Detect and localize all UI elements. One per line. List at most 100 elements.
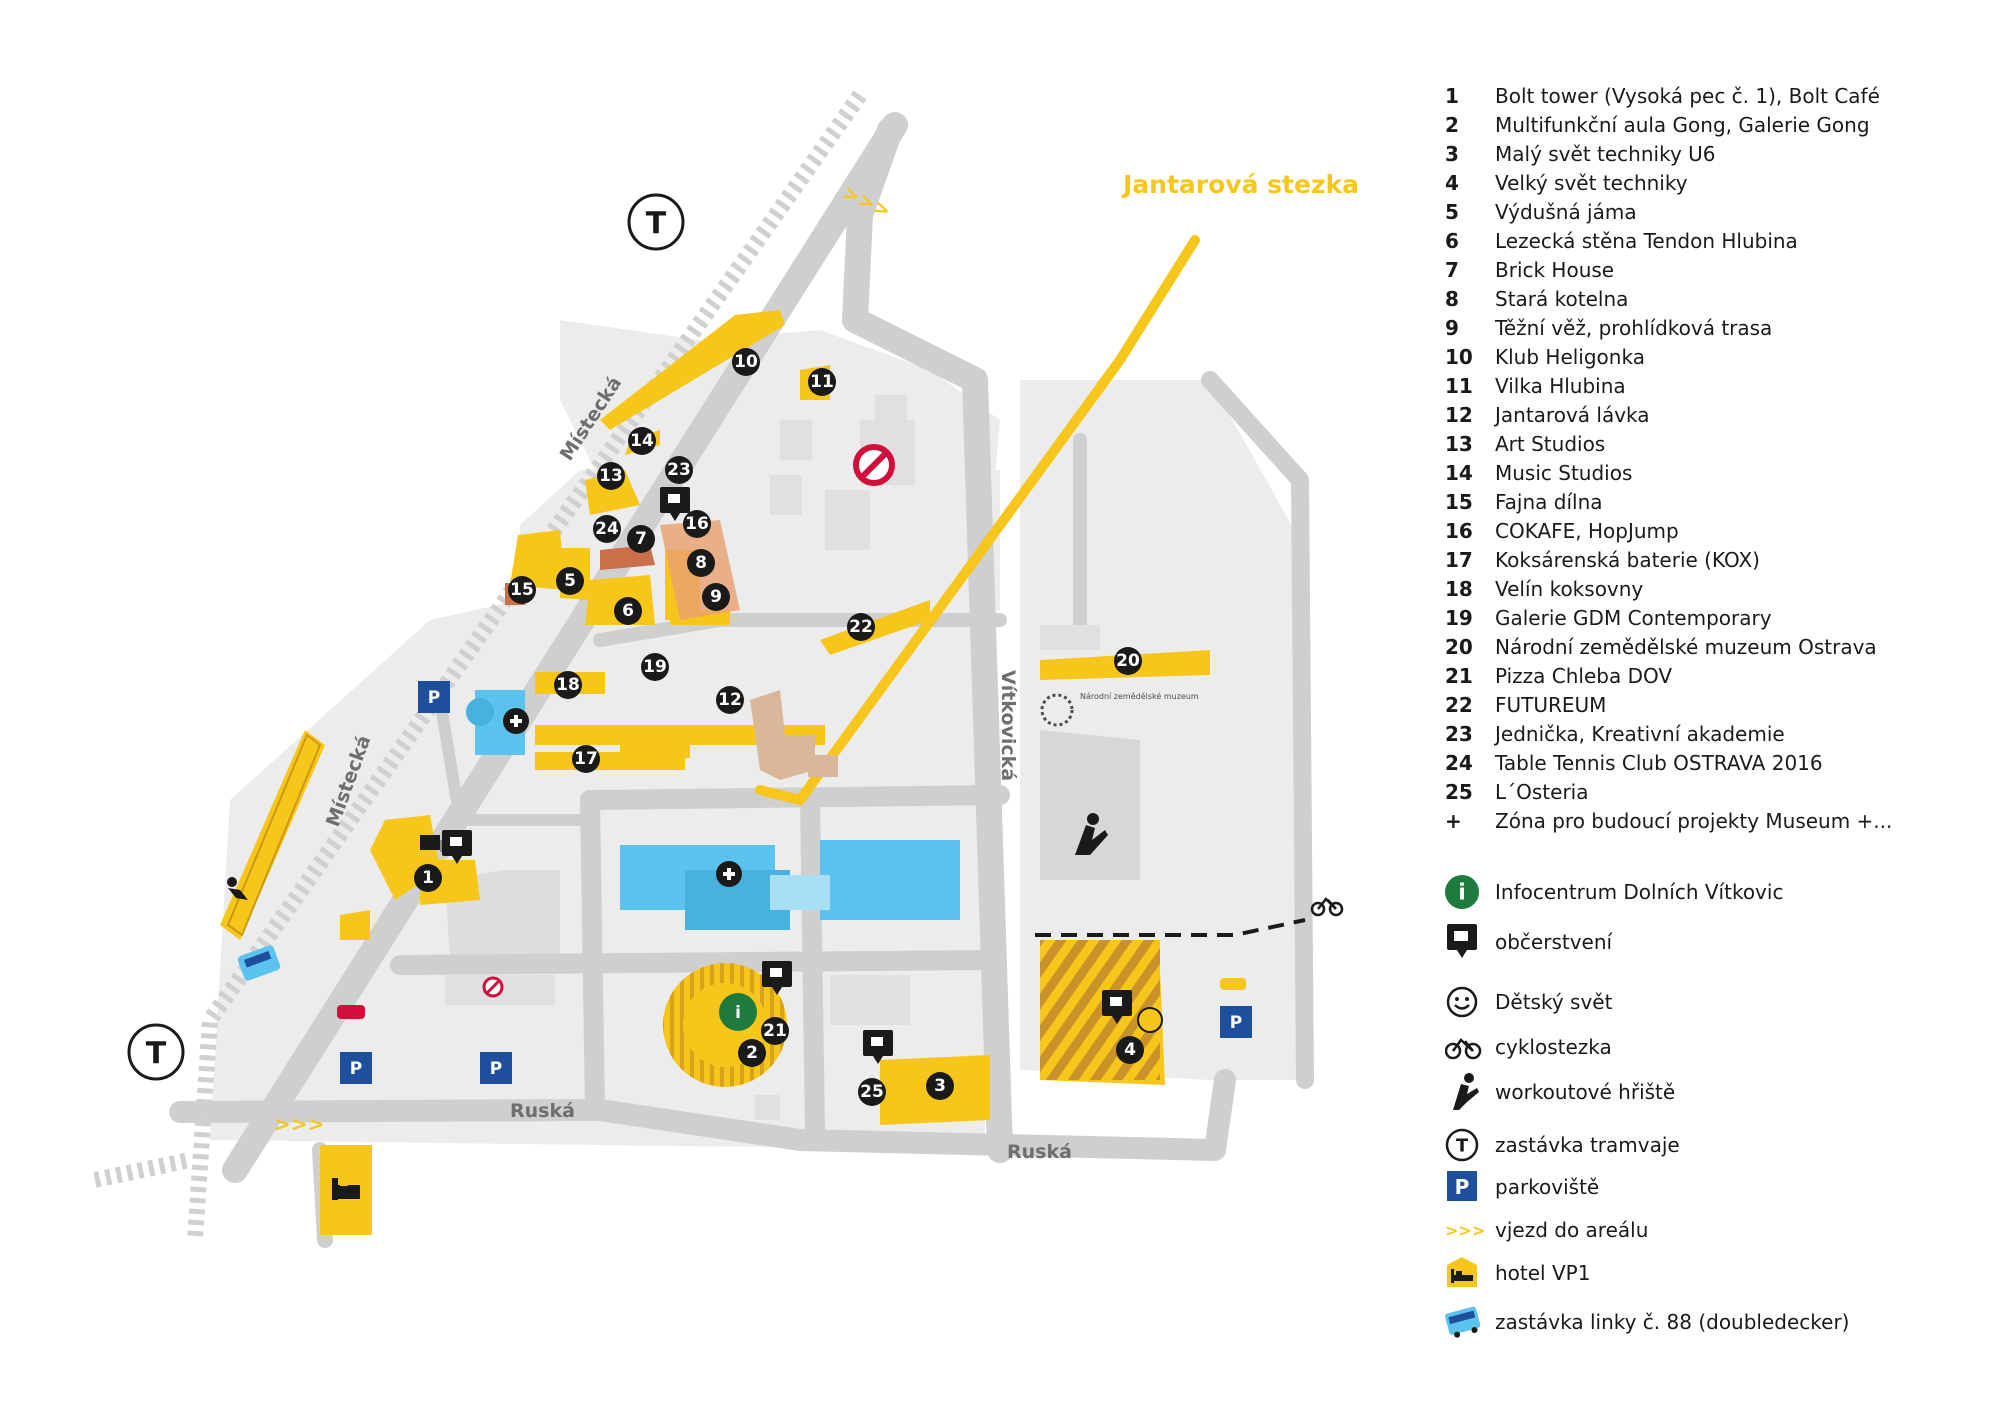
street-ruska-right: Ruská xyxy=(1007,1141,1072,1163)
marker-2: 2 xyxy=(738,1039,766,1067)
marker-12: 12 xyxy=(716,686,744,714)
marker-4: 4 xyxy=(1116,1036,1144,1064)
refreshment-map-icons xyxy=(442,487,1132,1064)
svg-text:5: 5 xyxy=(564,571,576,591)
svg-text:10: 10 xyxy=(734,352,758,372)
street-vitkovicka: Vítkovická xyxy=(997,670,1019,781)
svg-text:20: 20 xyxy=(1116,651,1140,671)
pedestrian-map-icon xyxy=(227,877,248,900)
svg-text:7: 7 xyxy=(635,529,647,549)
amber-trail xyxy=(795,235,1200,805)
plus-zone-markers xyxy=(503,708,742,887)
bus-icon xyxy=(1445,1306,1481,1338)
tram-stop-icon: T xyxy=(1445,1128,1479,1162)
car-map-icon xyxy=(337,1005,365,1019)
svg-text:T: T xyxy=(146,1037,167,1072)
tram-stop-map-icon: T xyxy=(627,193,685,251)
marker-6: 6 xyxy=(614,597,642,625)
hotel-map-icon xyxy=(332,1178,360,1200)
svg-text:T: T xyxy=(646,207,667,242)
svg-text:2: 2 xyxy=(746,1043,758,1063)
svg-text:15: 15 xyxy=(510,580,534,600)
svg-text:P: P xyxy=(1230,1013,1242,1033)
svg-text:i: i xyxy=(1458,881,1466,906)
svg-text:Národní zemědělské muzeum: Národní zemědělské muzeum xyxy=(1080,691,1199,701)
svg-text:17: 17 xyxy=(574,749,598,769)
car-yellow-map-icon xyxy=(1220,978,1246,990)
svg-text:>>>: >>> xyxy=(274,1112,324,1136)
parking-icon: P xyxy=(1447,1171,1477,1201)
marker-1: 1 xyxy=(414,864,442,892)
marker-21: 21 xyxy=(761,1017,789,1045)
marker-24: 24 xyxy=(593,515,621,543)
museum-logo: Národní zemědělské muzeum xyxy=(1040,691,1199,727)
marker-23: 23 xyxy=(665,456,693,484)
marker-10: 10 xyxy=(732,348,760,376)
marker-18: 18 xyxy=(554,671,582,699)
parking-map-icons: P P P P xyxy=(340,681,1252,1084)
marker-13: 13 xyxy=(597,462,625,490)
svg-text:i: i xyxy=(735,1003,741,1023)
tram-stop-map-icon: T xyxy=(127,1023,185,1081)
entrance-arrows-icon: >>> xyxy=(1445,1221,1485,1240)
svg-text:4: 4 xyxy=(1124,1040,1136,1060)
svg-text:P: P xyxy=(1455,1175,1470,1199)
workout-icon xyxy=(1453,1073,1479,1110)
bus-map-icon xyxy=(237,945,281,981)
svg-text:P: P xyxy=(490,1059,502,1079)
info-map-icon: i xyxy=(719,993,757,1031)
bike-path xyxy=(1035,918,1306,937)
svg-text:19: 19 xyxy=(643,657,667,677)
info-icon: i xyxy=(1445,875,1479,909)
marker-3: 3 xyxy=(926,1072,954,1100)
roads xyxy=(169,112,1314,1248)
svg-text:13: 13 xyxy=(599,466,623,486)
svg-text:P: P xyxy=(350,1059,362,1079)
hotel-icon xyxy=(1447,1257,1477,1287)
svg-text:T: T xyxy=(1456,1136,1469,1157)
svg-text:12: 12 xyxy=(718,690,742,710)
no-entry-icon xyxy=(482,976,504,998)
marker-7: 7 xyxy=(627,525,655,553)
svg-text:1: 1 xyxy=(422,868,434,888)
svg-text:23: 23 xyxy=(667,460,691,480)
svg-text:9: 9 xyxy=(710,587,722,607)
bicycle-icon xyxy=(1445,1038,1482,1060)
refreshment-icon xyxy=(1447,924,1477,958)
marker-14: 14 xyxy=(628,427,656,455)
marker-5: 5 xyxy=(556,567,584,595)
marker-17: 17 xyxy=(572,745,600,773)
svg-text:18: 18 xyxy=(556,675,580,695)
svg-text:8: 8 xyxy=(695,553,707,573)
numbered-markers: 1 2 3 4 5 6 7 8 9 10 11 12 13 14 15 16 1… xyxy=(414,348,1144,1106)
bicycle-map-icon xyxy=(1310,897,1344,917)
smiley-map-icon xyxy=(1137,1007,1163,1033)
street-ruska-left: Ruská xyxy=(510,1100,575,1122)
route-label: Jantarová stezka xyxy=(1121,170,1359,199)
marker-22: 22 xyxy=(847,613,875,641)
workout-map-icon xyxy=(1075,813,1108,855)
marker-19: 19 xyxy=(641,653,669,681)
svg-text:16: 16 xyxy=(685,514,709,534)
marker-16: 16 xyxy=(683,510,711,538)
svg-text:>>>: >>> xyxy=(1445,1221,1485,1240)
svg-text:25: 25 xyxy=(860,1082,884,1102)
svg-text:6: 6 xyxy=(622,601,634,621)
svg-text:P: P xyxy=(428,688,440,708)
marker-11: 11 xyxy=(808,368,836,396)
marker-9: 9 xyxy=(702,583,730,611)
svg-text:24: 24 xyxy=(595,519,619,539)
marker-8: 8 xyxy=(687,549,715,577)
jantarova-lavka-structure xyxy=(750,690,815,780)
marker-15: 15 xyxy=(508,576,536,604)
smiley-icon xyxy=(1446,986,1478,1018)
svg-text:21: 21 xyxy=(763,1021,787,1041)
svg-text:3: 3 xyxy=(934,1076,946,1096)
no-entry-icon xyxy=(853,444,895,486)
svg-text:14: 14 xyxy=(630,431,654,451)
marker-25: 25 xyxy=(858,1078,886,1106)
marker-20: 20 xyxy=(1114,647,1142,675)
train xyxy=(220,730,325,940)
svg-text:11: 11 xyxy=(810,372,834,392)
